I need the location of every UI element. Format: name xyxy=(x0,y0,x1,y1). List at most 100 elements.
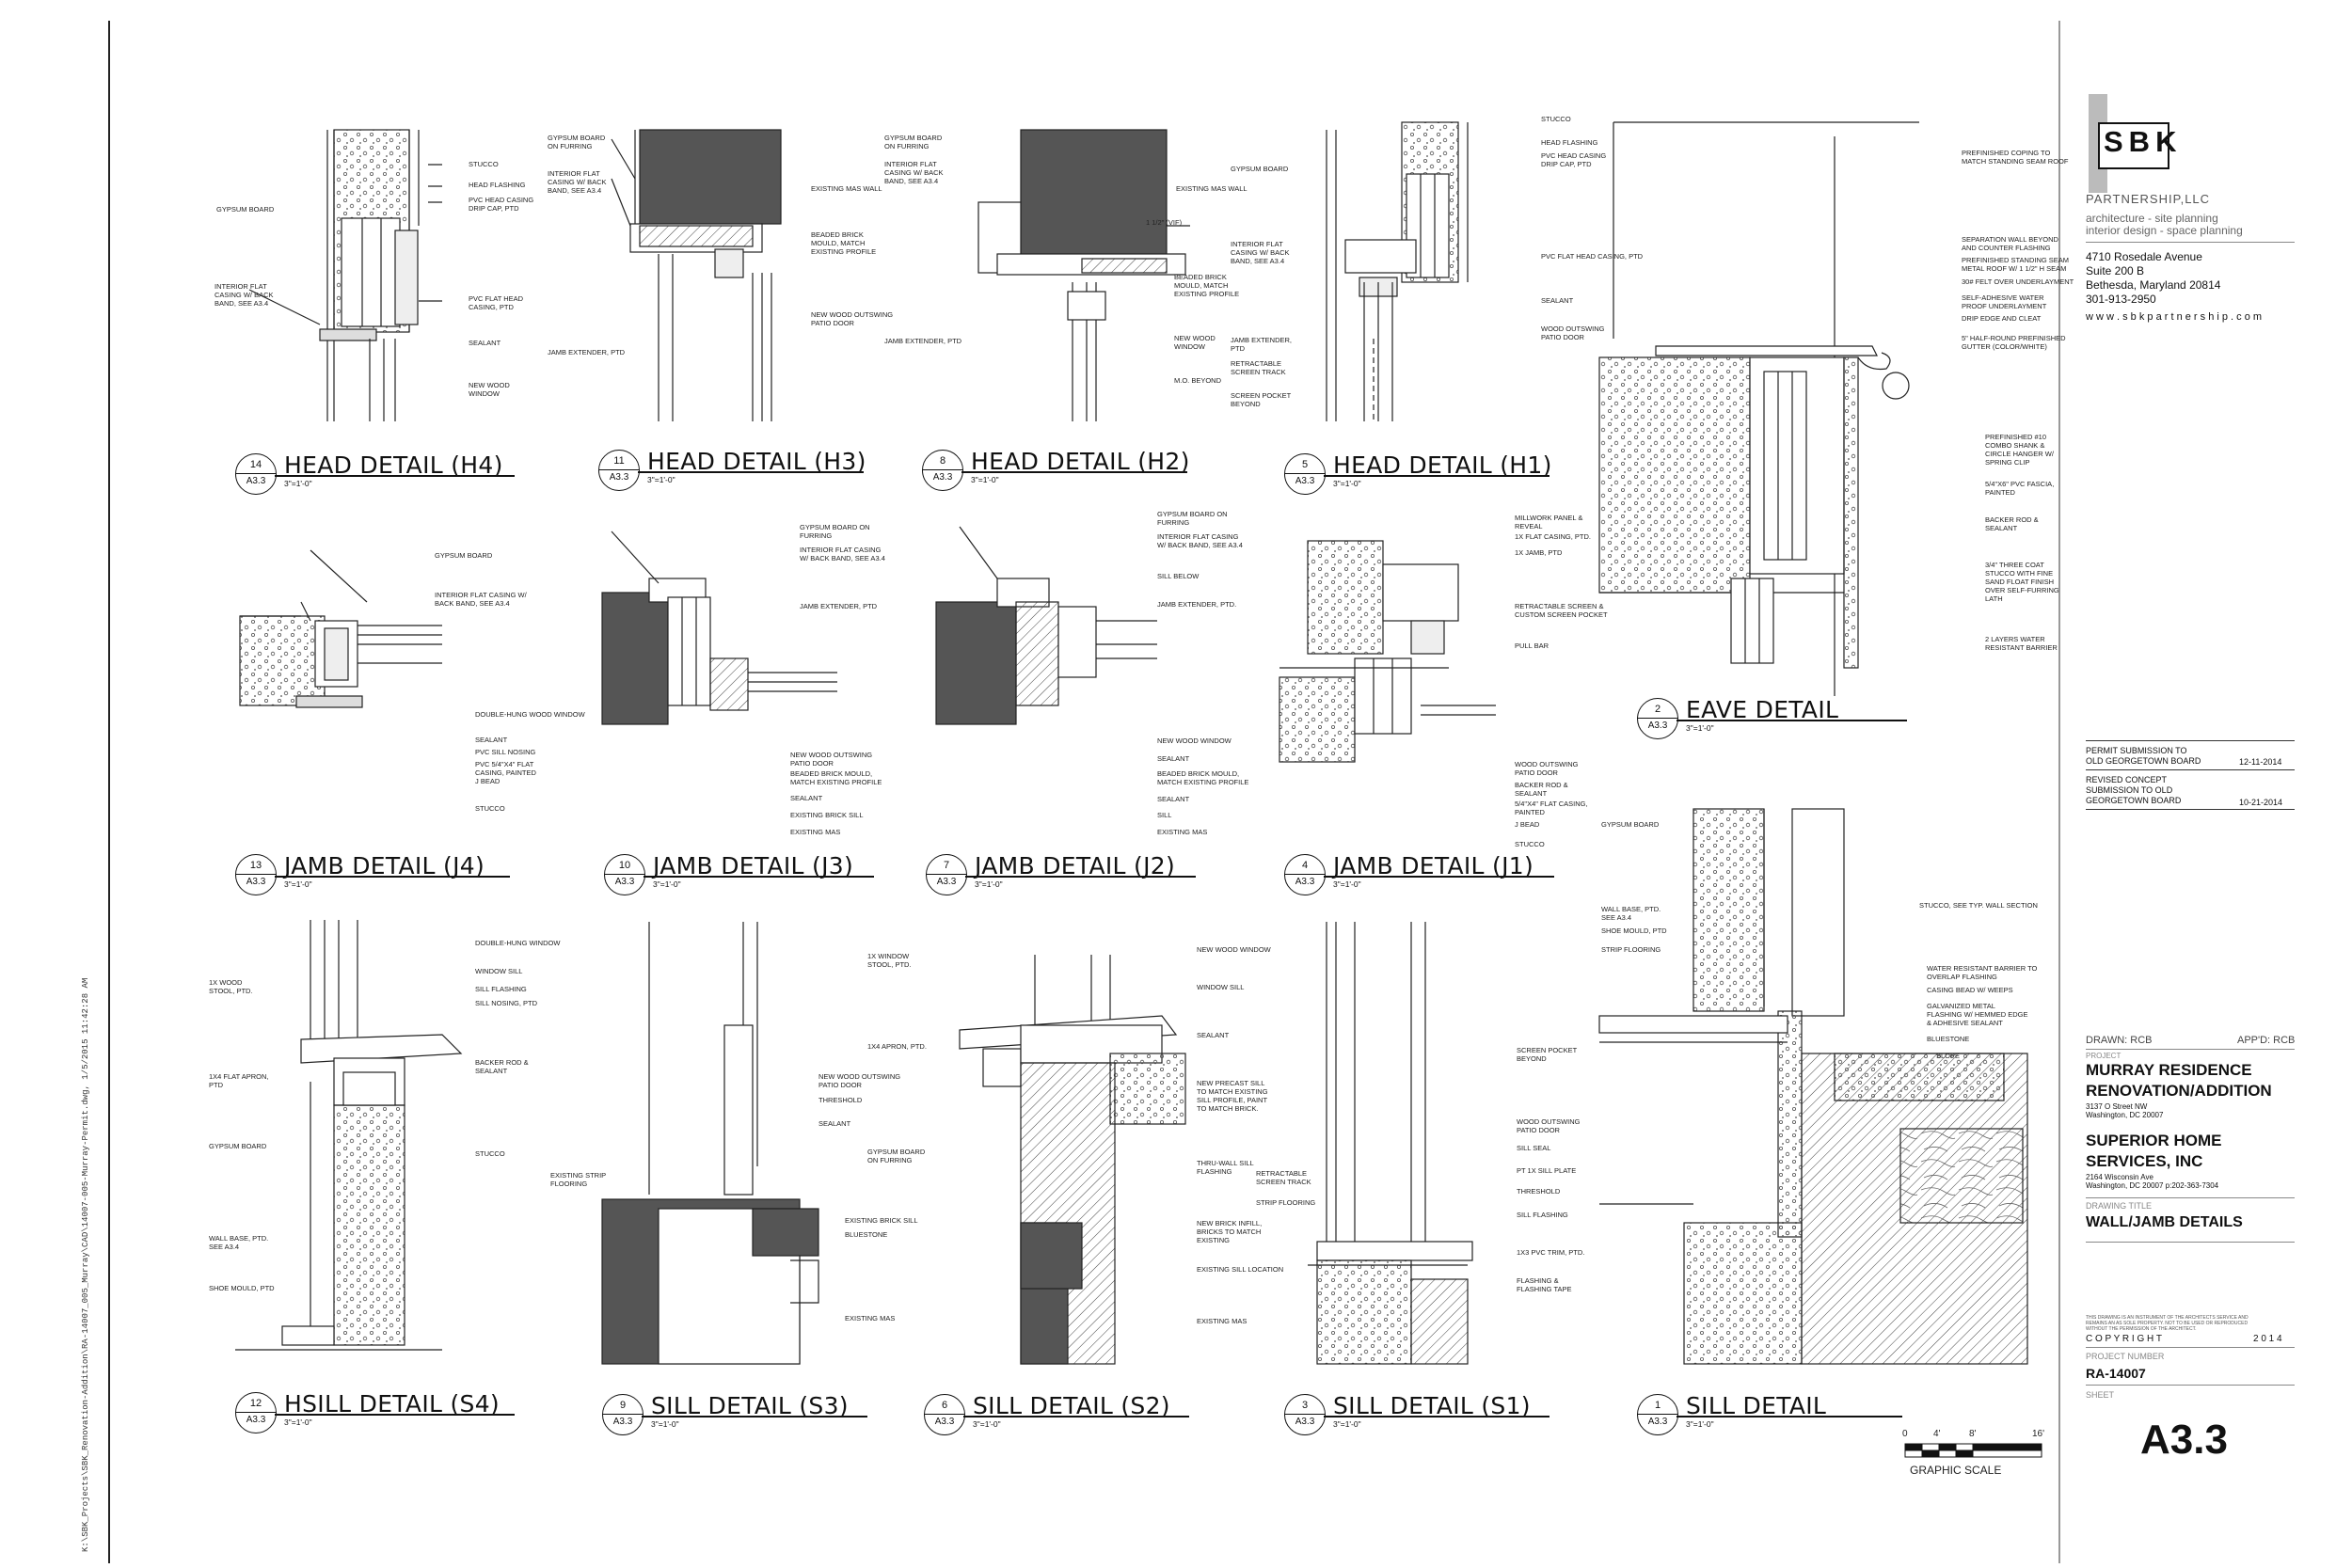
note-j3-gypsum: GYPSUM BOARD ON FURRING xyxy=(800,523,870,540)
note-s1-sill-seal: SILL SEAL xyxy=(1517,1144,1551,1152)
note-s1-screen-track: RETRACTABLE SCREEN TRACK xyxy=(1256,1169,1311,1186)
note-s4-apron: 1x4 FLAT APRON, PTD xyxy=(209,1072,269,1089)
detail-title: SILL DETAIL (S3) xyxy=(651,1392,849,1419)
note-h2-dim: 1 1/2" (VIF) xyxy=(1146,218,1183,227)
note-s2-brick-infill: NEW BRICK INFILL, BRICKS TO MATCH EXISTI… xyxy=(1197,1219,1263,1244)
note-h3-patio-door: NEW WOOD OUTSWING PATIO DOOR xyxy=(811,310,894,327)
detail-scale: 3"=1'-0" xyxy=(647,475,675,484)
note-j2-sealant: SEALANT xyxy=(1157,754,1190,763)
detail-title: JAMB DETAIL (J1) xyxy=(1333,852,1534,879)
note-j4-flat-casing: PVC 5/4"x4" FLAT CASING, PAINTED xyxy=(475,760,536,777)
note-j1-patio-door: WOOD OUTSWING PATIO DOOR xyxy=(1515,760,1579,777)
detail-scale: 3"=1'-0" xyxy=(653,879,681,889)
drawn-by: DRAWN: RCB xyxy=(2086,1035,2153,1046)
note-j3-brick-sill: EXISTING BRICK SILL xyxy=(790,811,864,819)
note-h3-gypsum: GYPSUM BOARD ON FURRING xyxy=(548,134,606,150)
head-detail-h4-drawing xyxy=(248,129,442,421)
note-j3-patio-door: NEW WOOD OUTSWING PATIO DOOR xyxy=(790,751,873,768)
note-sill1-gypsum: GYPSUM BOARD xyxy=(1601,820,1660,829)
note-j1-backer: BACKER ROD & SEALANT xyxy=(1515,781,1568,798)
head-detail-h1-drawing xyxy=(1326,121,1469,421)
note-j3-jamb-ext: JAMB EXTENDER, PTD xyxy=(800,602,878,610)
detail-title: HEAD DETAIL (H4) xyxy=(284,451,503,479)
firm-tagline-1: architecture - site planning xyxy=(2086,212,2218,225)
scale-tick-0: 0 xyxy=(1902,1429,1908,1439)
note-sill1-bluestone: BLUESTONE xyxy=(1927,1035,1970,1043)
note-h1-patio-door: WOOD OUTSWING PATIO DOOR xyxy=(1541,325,1605,341)
scale-tick-16: 16' xyxy=(2032,1429,2045,1439)
note-j4-gypsum: GYPSUM BOARD xyxy=(435,551,493,560)
detail-scale: 3"=1'-0" xyxy=(975,879,1003,889)
note-sill1-shoe: SHOE MOULD, PTD xyxy=(1601,927,1667,935)
note-h4-pvc-casing: PVC HEAD CASING DRIP CAP, PTD xyxy=(469,196,534,213)
note-s2-window-sill: WINDOW SILL xyxy=(1197,983,1245,991)
sill-detail-s1-drawing xyxy=(1308,922,1473,1365)
note-h1-screen-track: RETRACTABLE SCREEN TRACK xyxy=(1231,359,1286,376)
note-s3-patio-door: NEW WOOD OUTSWING PATIO DOOR xyxy=(818,1072,901,1089)
jamb-detail-j3-drawing xyxy=(601,531,837,725)
detail-title: EAVE DETAIL xyxy=(1686,696,1839,723)
note-eave-stucco: 3/4" THREE COAT STUCCO WITH FINE SAND FL… xyxy=(1985,561,2059,603)
note-j1-stucco: STUCCO xyxy=(1515,840,1545,848)
note-j1-flat-casing-2: 5/4"x4" FLAT CASING, PAINTED xyxy=(1515,800,1588,816)
note-h1-interior-casing: INTERIOR FLAT CASING W/ BACK BAND, SEE A… xyxy=(1231,240,1290,265)
head-detail-h3-drawing xyxy=(611,129,782,421)
graphic-scale-bar xyxy=(1904,1443,2042,1458)
detail-title: JAMB DETAIL (J3) xyxy=(653,852,854,879)
hsill-detail-s4-drawing xyxy=(235,920,463,1351)
left-border xyxy=(108,21,110,1563)
note-h3-interior-casing: INTERIOR FLAT CASING W/ BACK BAND, SEE A… xyxy=(548,169,607,195)
note-h1-sealant: SEALANT xyxy=(1541,296,1574,305)
note-eave-coping: PREFINISHED COPING TO MATCH STANDING SEA… xyxy=(1962,149,2069,166)
note-j4-jbead: J BEAD xyxy=(475,777,501,785)
head-detail-h2-drawing xyxy=(977,129,1190,421)
note-j1-jamb: 1x JAMB, PTD xyxy=(1515,548,1563,557)
note-s3-bluestone: BLUESTONE xyxy=(845,1230,888,1239)
note-j3-existing-mas: EXISTING MAS xyxy=(790,828,841,836)
note-sill1-galv: GALVANIZED METAL FLASHING W/ HEMMED EDGE… xyxy=(1927,1002,2028,1027)
note-s1-flashing-tape: FLASHING & FLASHING TAPE xyxy=(1517,1276,1572,1293)
note-h4-stucco: STUCCO xyxy=(469,160,499,168)
submission-2-text: REVISED CONCEPT SUBMISSION TO OLD GEORGE… xyxy=(2086,775,2182,805)
note-j2-jamb-ext: JAMB EXTENDER, PTD. xyxy=(1157,600,1237,609)
note-j4-dh-window: DOUBLE-HUNG WOOD WINDOW xyxy=(475,710,585,719)
note-s4-backer: BACKER ROD & SEALANT xyxy=(475,1058,529,1075)
note-eave-gutter: 5" HALF-ROUND PREFINISHED GUTTER (COLOR/… xyxy=(1962,334,2066,351)
detail-title: HEAD DETAIL (H1) xyxy=(1333,451,1552,479)
firm-address-1: 4710 Rosedale Avenue xyxy=(2086,250,2202,263)
note-s4-gypsum: GYPSUM BOARD xyxy=(209,1142,267,1150)
note-sill1-wrb: WATER RESISTANT BARRIER TO OVERLAP FLASH… xyxy=(1927,964,2038,981)
detail-scale: 3"=1'-0" xyxy=(1333,1419,1361,1429)
note-h4-gypsum: GYPSUM BOARD xyxy=(216,205,275,214)
note-eave-underlayment: SELF-ADHESIVE WATER PROOF UNDERLAYMENT xyxy=(1962,293,2047,310)
note-s3-existing-mas: EXISTING MAS xyxy=(845,1314,896,1323)
note-h3-jamb-extender: JAMB EXTENDER, PTD xyxy=(548,348,626,356)
project-address-1: 3137 O Street NW xyxy=(2086,1102,2148,1111)
note-h1-stucco: STUCCO xyxy=(1541,115,1571,123)
title-block-panel: SBK PARTNERSHIP,LLC architecture - site … xyxy=(2074,0,2352,1568)
firm-address-2: Suite 200 B xyxy=(2086,264,2145,277)
note-j2-new-window: NEW WOOD WINDOW xyxy=(1157,736,1232,745)
note-sill1-wall-base: WALL BASE, PTD. SEE A3.4 xyxy=(1601,905,1661,922)
note-eave-barrier: 2 LAYERS WATER RESISTANT BARRIER xyxy=(1985,635,2058,652)
note-h3-brick-mould: BEADED BRICK MOULD, MATCH EXISTING PROFI… xyxy=(811,230,877,256)
detail-scale: 3"=1'-0" xyxy=(651,1419,679,1429)
copyright-notice: THIS DRAWING IS AN INSTRUMENT OF THE ARC… xyxy=(2086,1315,2249,1332)
note-s1-patio-door: WOOD OUTSWING PATIO DOOR xyxy=(1517,1117,1581,1134)
right-border xyxy=(2058,21,2060,1563)
note-h2-brick-mould: BEADED BRICK MOULD, MATCH EXISTING PROFI… xyxy=(1174,273,1240,298)
firm-tagline-2: interior design - space planning xyxy=(2086,224,2243,237)
note-h2-existing-mas: EXISTING MAS WALL xyxy=(1176,184,1248,193)
note-j4-stucco: STUCCO xyxy=(475,804,505,813)
drawing-title: WALL/JAMB DETAILS xyxy=(2086,1214,2243,1230)
detail-scale: 3"=1'-0" xyxy=(1333,879,1361,889)
note-s2-precast: NEW PRECAST SILL TO MATCH EXISTING SILL … xyxy=(1197,1079,1268,1113)
note-h4-sealant: SEALANT xyxy=(469,339,501,347)
eave-detail-drawing xyxy=(1598,121,1919,696)
sill-detail-1-drawing xyxy=(1598,808,2028,1365)
